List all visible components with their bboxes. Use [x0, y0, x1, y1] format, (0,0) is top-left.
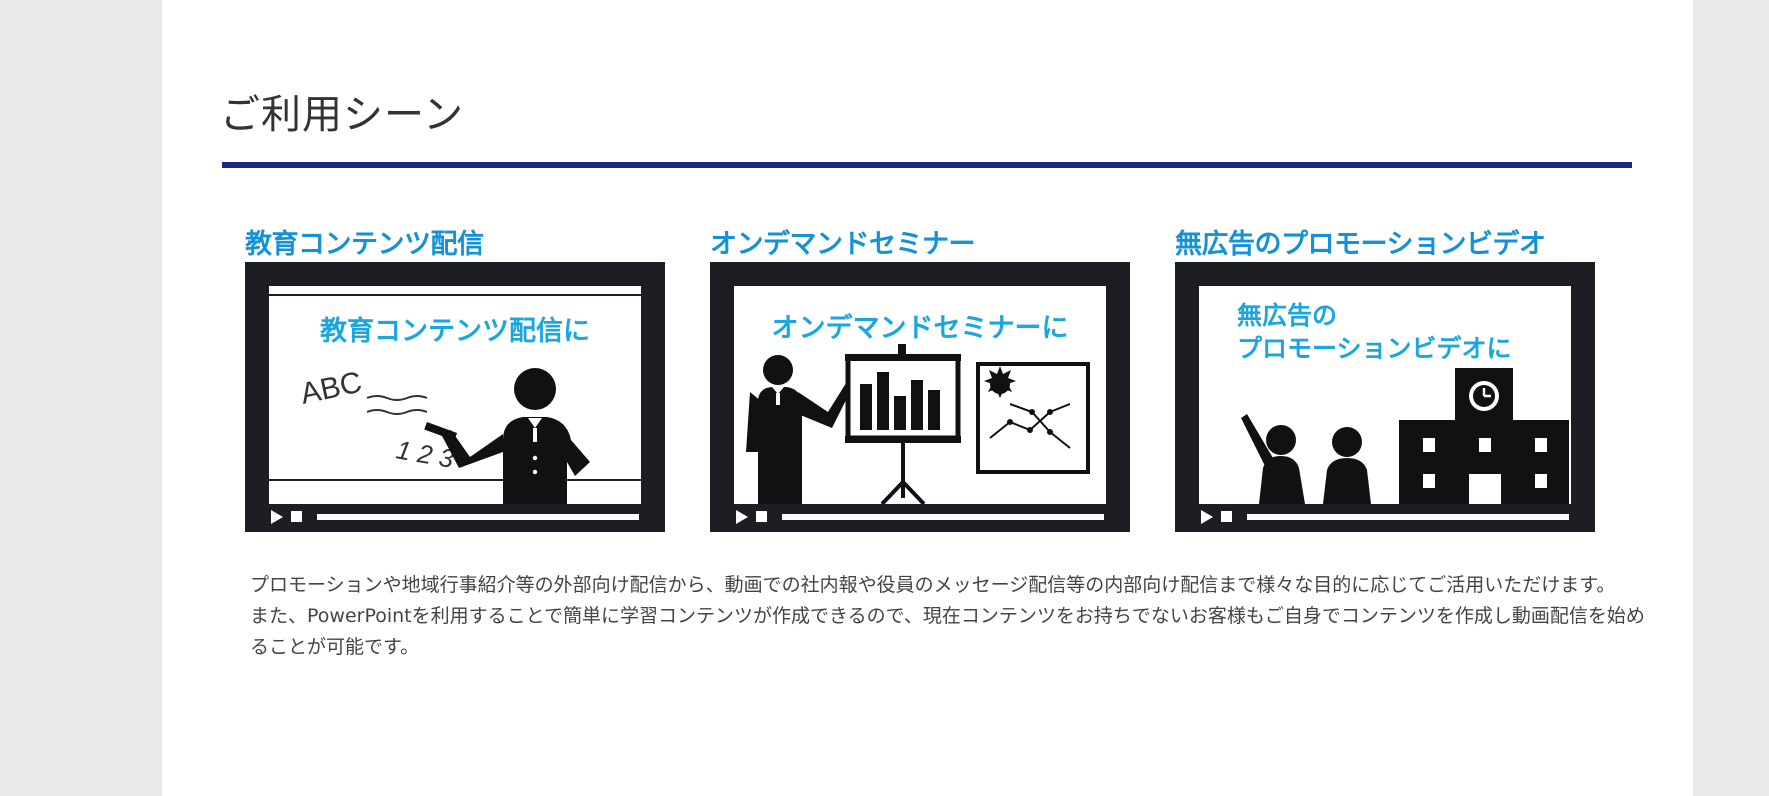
description-paragraph-2: また、PowerPointを利用することで簡単に学習コンテンツが作成できるので、… [250, 605, 1645, 658]
caption-education: 教育コンテンツ配信に [320, 315, 590, 347]
progress-bar [782, 514, 1104, 520]
video-thumbnail-seminar[interactable]: オンデマンドセミナーに [710, 262, 1130, 532]
stop-icon [756, 511, 767, 522]
caption-promotion-line1: 無広告の [1237, 301, 1337, 330]
caption-seminar: オンデマンドセミナーに [772, 312, 1069, 344]
card-heading-seminar: オンデマンドセミナー [710, 229, 976, 260]
play-icon [736, 510, 748, 524]
card-heading-education: 教育コンテンツ配信 [245, 229, 484, 260]
progress-bar [317, 514, 639, 520]
video-thumbnail-promotion[interactable]: 無広告の プロモーションビデオに [1175, 262, 1595, 532]
usage-card-seminar: オンデマンドセミナー オンデマンドセミナーに [710, 222, 1130, 532]
stop-icon [1221, 511, 1232, 522]
caption-promotion-line2: プロモーションビデオに [1237, 334, 1512, 363]
play-icon [1201, 510, 1213, 524]
video-thumbnail-education[interactable]: 教育コンテンツ配信に ABC 1 2 3 [245, 262, 665, 532]
usage-description: プロモーションや地域行事紹介等の外部向け配信から、動画での社内報や役員のメッセー… [250, 570, 1650, 663]
progress-bar [1247, 514, 1569, 520]
section-title: ご利用シーン [220, 92, 464, 138]
play-icon [271, 510, 283, 524]
description-paragraph-1: プロモーションや地域行事紹介等の外部向け配信から、動画での社内報や役員のメッセー… [250, 574, 1616, 596]
card-heading-promotion: 無広告のプロモーションビデオ [1175, 229, 1546, 260]
usage-card-education: 教育コンテンツ配信 教育コンテンツ配信に ABC 1 2 3 [245, 222, 665, 532]
stop-icon [291, 511, 302, 522]
usage-card-promotion: 無広告のプロモーションビデオ 無広告の プロモーションビデオに [1175, 222, 1595, 532]
title-underline [222, 162, 1632, 168]
content-panel: ご利用シーン 教育コンテンツ配信 教育コンテンツ配信に ABC 1 2 3 [162, 0, 1693, 796]
